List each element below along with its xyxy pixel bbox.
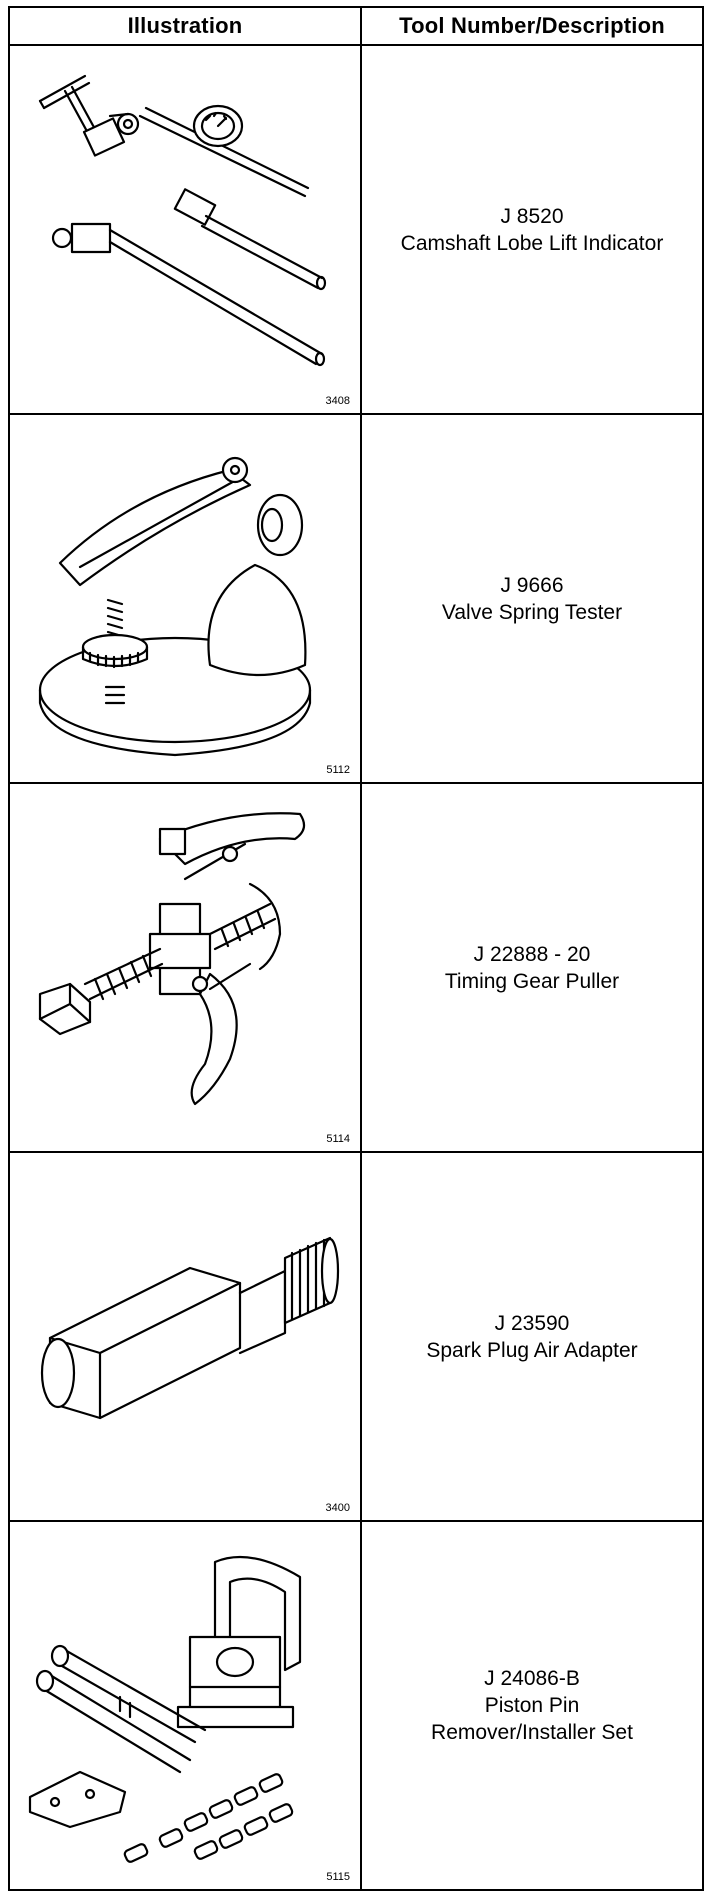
description-cell: J 9666 Valve Spring Tester — [360, 413, 704, 784]
tool-description: Camshaft Lobe Lift Indicator — [400, 231, 664, 255]
illustration-cell: 5112 — [8, 413, 362, 784]
tool-description: Piston Pin — [484, 1694, 580, 1717]
camshaft-lobe-lift-indicator-icon — [38, 74, 327, 367]
table-row: 5114 J 22888 - 20 Timing Gear Puller — [8, 782, 704, 1153]
table-row: 5115 J 24086-B Piston Pin Remover/Instal… — [8, 1520, 704, 1891]
figure-number: 5115 — [326, 1871, 350, 1883]
piston-pin-remover-installer-set-icon — [28, 1555, 302, 1863]
illustration-cell: 5114 — [8, 782, 362, 1153]
description-cell: J 8520 Camshaft Lobe Lift Indicator — [360, 44, 704, 415]
figure-number: 5112 — [326, 764, 350, 776]
figure-number: 3400 — [325, 1502, 350, 1514]
timing-gear-puller-icon — [38, 812, 306, 1106]
description-cell: J 22888 - 20 Timing Gear Puller — [360, 782, 704, 1153]
tool-number: J 22888 - 20 — [473, 942, 591, 966]
tool-number: J 9666 — [500, 573, 564, 597]
illustration-cell: 5115 — [8, 1520, 362, 1891]
tool-description: Spark Plug Air Adapter — [426, 1338, 638, 1362]
figure-number: 3408 — [325, 395, 350, 407]
table-row: 3408 J 8520 Camshaft Lobe Lift Indicator — [8, 44, 704, 415]
description-cell: J 23590 Spark Plug Air Adapter — [360, 1151, 704, 1522]
description-cell: J 24086-B Piston Pin Remover/Installer S… — [360, 1520, 704, 1891]
tool-number: J 24086-B — [484, 1667, 580, 1690]
tool-number: J 23590 — [494, 1311, 570, 1335]
header-illustration: Illustration — [8, 6, 362, 46]
table-row: 5112 J 9666 Valve Spring Tester — [8, 413, 704, 784]
tool-description: Timing Gear Puller — [444, 969, 620, 993]
tool-number: J 8520 — [500, 204, 564, 228]
tool-description: Remover/Installer Set — [431, 1721, 633, 1744]
illustration-cell: 3408 — [8, 44, 362, 415]
header-tool-number-description: Tool Number/Description — [360, 6, 704, 46]
tool-description: Valve Spring Tester — [441, 600, 623, 624]
valve-spring-tester-icon — [38, 456, 312, 757]
spark-plug-air-adapter-icon — [40, 1236, 340, 1420]
table-header-row: Illustration Tool Number/Description — [8, 6, 704, 46]
special-tools-table: Illustration Tool Number/Description — [8, 6, 704, 1891]
figure-number: 5114 — [326, 1133, 350, 1145]
table-row: 3400 J 23590 Spark Plug Air Adapter — [8, 1151, 704, 1522]
illustration-cell: 3400 — [8, 1151, 362, 1522]
